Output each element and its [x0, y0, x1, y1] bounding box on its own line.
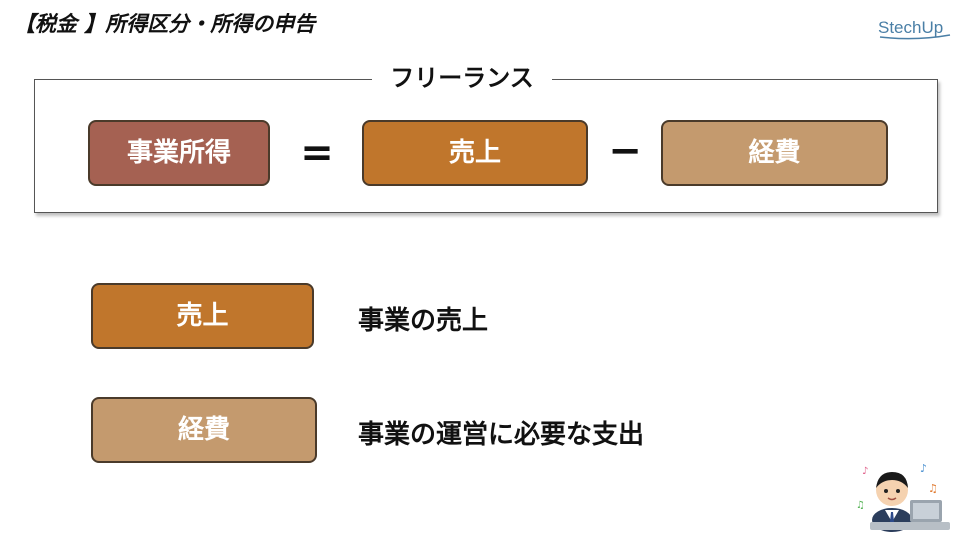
sales-box: 売上: [362, 120, 588, 186]
svg-text:♪: ♪: [920, 462, 927, 475]
svg-text:♫: ♫: [856, 500, 865, 511]
stechup-logo: StechUp: [876, 10, 954, 42]
minus-sign: −: [608, 128, 642, 174]
sales-label: 売上: [448, 138, 501, 168]
business-income-box: 事業所得: [88, 120, 270, 186]
music-note-icon: ♪ ♪ ♫ ♫: [856, 462, 938, 511]
expenses-definition-term: 経費: [177, 415, 230, 445]
expenses-definition-text: 事業の運営に必要な支出: [358, 420, 645, 450]
expenses-definition-box: 経費: [91, 397, 317, 463]
svg-text:♪: ♪: [862, 466, 868, 477]
equals-sign: =: [300, 130, 334, 176]
sales-definition-term: 売上: [176, 301, 229, 331]
frame-label: フリーランス: [372, 58, 552, 98]
slide-title: 【税金 】所得区分・所得の申告: [14, 12, 316, 36]
expenses-label: 経費: [748, 138, 801, 168]
expenses-box: 経費: [661, 120, 888, 186]
svg-text:♫: ♫: [928, 482, 938, 495]
sales-definition-text: 事業の売上: [358, 306, 489, 336]
business-income-label: 事業所得: [126, 138, 231, 168]
logo-text: StechUp: [878, 18, 943, 37]
sales-definition-box: 売上: [91, 283, 314, 349]
freelancer-laptop-illustration: ♪ ♪ ♫ ♫: [854, 460, 954, 536]
